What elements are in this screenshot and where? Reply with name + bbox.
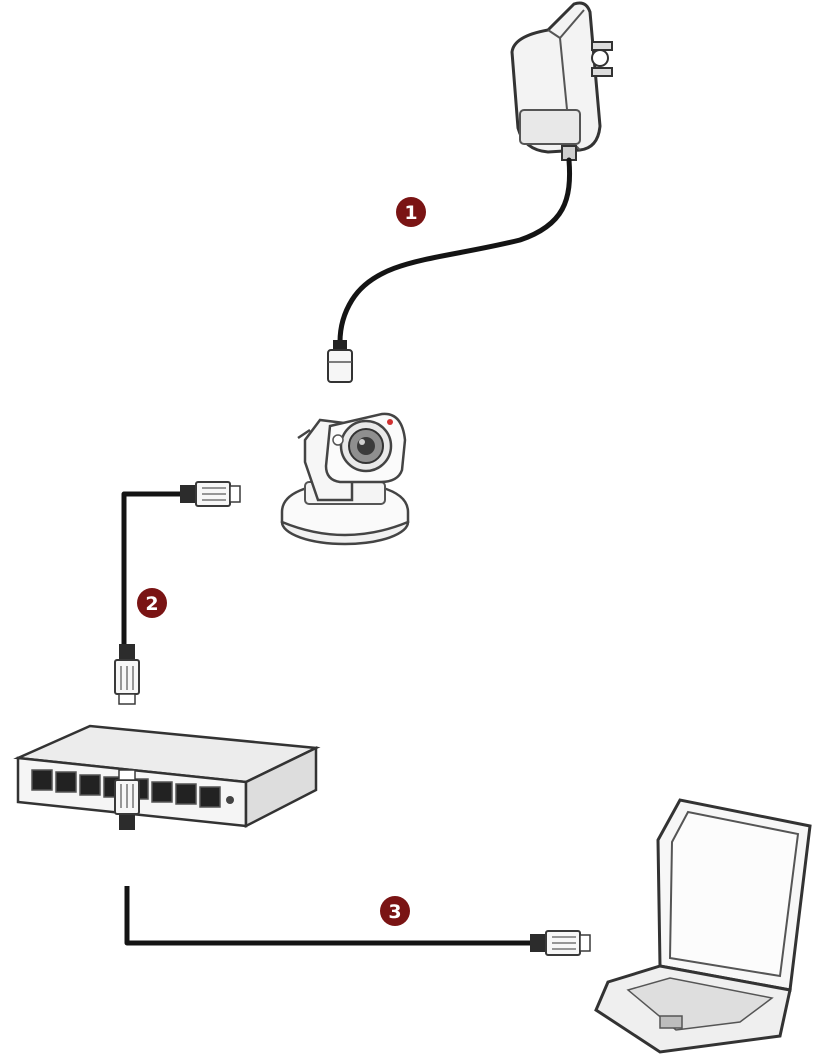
dc-plug-icon — [328, 340, 352, 382]
laptop-icon — [596, 800, 810, 1052]
step-badge-1: 1 — [396, 197, 426, 227]
rj45-connector-switch-bottom — [115, 770, 139, 830]
svg-text:3: 3 — [388, 901, 401, 923]
svg-text:1: 1 — [404, 202, 417, 224]
svg-text:2: 2 — [145, 593, 158, 615]
rj45-connector-switch-top — [115, 644, 139, 704]
step-badge-3: 3 — [380, 896, 410, 926]
power-adapter-icon — [512, 3, 612, 160]
power-cable — [340, 160, 570, 342]
ethernet-cable-2 — [124, 494, 185, 646]
step-badge-2: 2 — [137, 588, 167, 618]
ethernet-cable-3 — [127, 886, 534, 943]
rj45-connector-laptop — [530, 931, 590, 955]
network-switch-icon — [18, 726, 316, 826]
rj45-connector-camera — [180, 482, 240, 506]
ip-camera-icon — [282, 414, 408, 544]
